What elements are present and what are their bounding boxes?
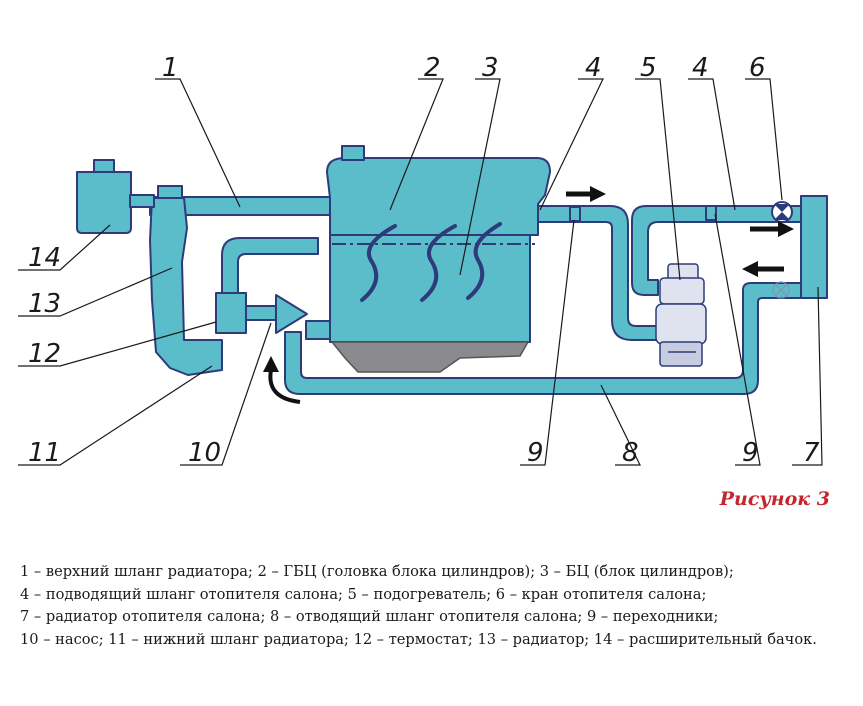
radiator-filler-neck (157, 185, 183, 199)
legend-line: 1 – верхний шланг радиатора; 2 – ГБЦ (го… (20, 563, 734, 580)
legend-line: 10 – насос; 11 – нижний шланг радиатора;… (20, 630, 817, 648)
callout-13: 13 (28, 289, 61, 319)
legend-line: 7 – радиатор отопителя салона; 8 – отвод… (20, 608, 719, 626)
legend-line: 4 – подводящий шланг отопителя салона; 5… (20, 585, 707, 603)
adapter-right (705, 205, 717, 221)
callout-14: 14 (28, 243, 61, 273)
callout-2: 2 (424, 53, 441, 83)
radiator (149, 197, 223, 376)
legend: 1 – верхний шланг радиатора; 2 – ГБЦ (го… (20, 561, 850, 651)
callout-7: 7 (803, 438, 820, 468)
cylinder-head (326, 157, 551, 236)
figure-title: Рисунок 3 (719, 488, 830, 510)
callout-1: 1 (162, 53, 179, 83)
callout-8: 8 (622, 438, 639, 468)
callout-10: 10 (188, 438, 221, 468)
adapter-left (569, 206, 581, 222)
pump (275, 294, 308, 334)
heater-core (800, 195, 828, 299)
tank-connector (129, 194, 155, 208)
callout-4b: 4 (692, 53, 709, 83)
expansion-tank (76, 171, 132, 234)
heater-valve (771, 201, 793, 223)
heater (655, 263, 707, 367)
cylinder-waves (360, 222, 502, 302)
return-valve-mark (772, 281, 790, 299)
callout-9b: 9 (742, 438, 759, 468)
callout-5: 5 (640, 53, 657, 83)
thermostat (215, 292, 247, 334)
bypass-hose (221, 237, 319, 299)
callout-9a: 9 (527, 438, 544, 468)
callout-6: 6 (749, 53, 766, 83)
thermostat-to-pump-pipe (245, 305, 277, 321)
callout-11: 11 (28, 438, 61, 468)
expansion-tank-cap (93, 159, 115, 173)
callout-12: 12 (28, 339, 61, 369)
leader-lines (18, 78, 823, 466)
oil-pan (330, 341, 530, 373)
callout-3: 3 (482, 53, 499, 83)
pump-to-block-pipe (305, 320, 333, 340)
flow-arrows (263, 186, 794, 404)
callout-4a: 4 (585, 53, 602, 83)
head-filler-cap (341, 145, 365, 161)
